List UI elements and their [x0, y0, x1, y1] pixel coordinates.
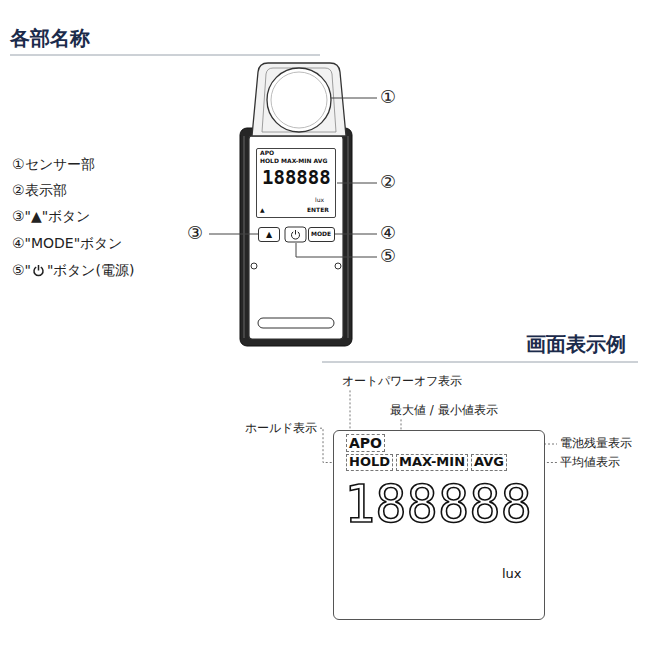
section-heading: 画面表示例 — [526, 332, 626, 356]
display-text: lux — [502, 567, 522, 582]
callout-number: ① — [380, 86, 396, 108]
callout-lines — [209, 98, 377, 257]
annotation: 平均値表示 — [560, 455, 620, 469]
part-label: ④"MODE"ボタン — [12, 235, 122, 252]
display-text: MAX-MIN — [396, 454, 468, 471]
part-label: ①センサー部 — [12, 156, 95, 173]
mode-button: MODE — [308, 227, 335, 242]
display-text: APO — [346, 434, 385, 452]
power-icon — [32, 264, 45, 277]
display-text: APO — [260, 150, 274, 157]
callout-number: ③ — [187, 222, 203, 244]
annotation: ホールド表示 — [245, 421, 317, 435]
part-label: ②表示部 — [12, 182, 67, 199]
title: 各部名称 — [10, 26, 90, 50]
display-text: MODE — [311, 231, 331, 238]
display-text: ▲ — [266, 230, 272, 239]
lux-meter — [240, 63, 352, 346]
device-display: APOHOLD MAX-MIN AVG 188888 ▲ luxENTER — [256, 148, 336, 218]
up-button: ▲ — [258, 227, 280, 242]
callout-number: ② — [380, 171, 396, 193]
leader-line — [350, 390, 351, 434]
callout-number: ⑤ — [380, 245, 396, 267]
display-text: 188888 — [344, 475, 532, 535]
part-label: ③"▲"ボタン — [12, 208, 90, 225]
annotation: 最大値 / 最小値表示 — [390, 403, 498, 417]
annotation: 電池残量表示 — [560, 436, 632, 450]
heading-rule — [322, 362, 638, 363]
display-text: 188888 — [262, 167, 331, 189]
display-text: ENTER — [307, 207, 329, 214]
part-label: "ボタン(電源) — [47, 262, 134, 279]
lcd-screen: APO HOLDMAX-MINAVG 188888 lux — [333, 430, 545, 620]
part-label: ⑤" — [12, 262, 31, 279]
callout-number: ④ — [380, 222, 396, 244]
display-text: HOLD — [346, 454, 393, 471]
title-rule — [10, 55, 320, 56]
display-text: ▲ — [260, 207, 265, 214]
display-text: AVG — [471, 454, 507, 471]
display-text: HOLD MAX-MIN AVG — [260, 158, 327, 165]
annotation: オートパワーオフ表示 — [342, 374, 462, 388]
display-text: lux — [315, 197, 324, 204]
